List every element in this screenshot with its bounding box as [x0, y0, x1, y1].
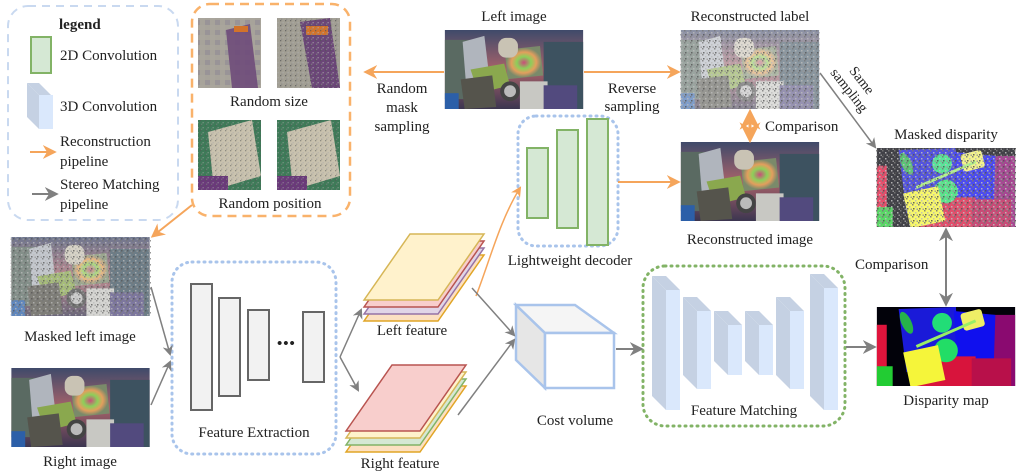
- mask-sampling-label-3: sampling: [374, 119, 430, 135]
- matching-layer: [683, 297, 711, 389]
- arrow-extractor-to-right-feature: [339, 356, 360, 392]
- same-sampling-label: Same sampling: [827, 64, 877, 116]
- matching-layer: [745, 311, 773, 375]
- arrow-left-feature-to-cost: [471, 287, 516, 337]
- masked-disparity-title: Masked disparity: [894, 127, 998, 143]
- matching-layer: [714, 311, 742, 375]
- arrow-right-to-extractor: [150, 360, 172, 406]
- left-feature-stack: [362, 233, 486, 322]
- matching-layer: [810, 274, 838, 410]
- extractor-layer: [247, 309, 270, 381]
- reconstructed-label-image: [680, 30, 820, 109]
- legend-stereo-label-2: pipeline: [60, 197, 109, 213]
- matching-layer: [776, 297, 804, 389]
- feature-extraction-box: [170, 260, 338, 456]
- matching-layer: [652, 276, 680, 410]
- arrow-feature-to-decoder: [475, 186, 522, 297]
- legend-title: legend: [59, 17, 101, 33]
- conv2d-icon: [30, 36, 52, 74]
- disparity-map-title: Disparity map: [903, 393, 989, 409]
- reconstructed-image: [680, 142, 820, 221]
- right-feature-label: Right feature: [360, 456, 440, 472]
- random-size-image-2: [277, 18, 340, 88]
- disparity-map-image: [876, 307, 1016, 386]
- random-size-label: Random size: [230, 94, 308, 110]
- arrow-masked-left-to-extractor: [150, 286, 173, 357]
- mask-sampling-label-1: Random: [376, 81, 428, 97]
- legend-conv2d-label: 2D Convolution: [60, 48, 158, 64]
- arrow-right-feature-to-cost: [457, 338, 516, 416]
- extractor-layer: [218, 297, 241, 397]
- arrow-extractor-to-left-feature: [339, 308, 363, 358]
- right-image: [11, 368, 150, 447]
- decoder-layer: [556, 129, 579, 229]
- mask-examples-box: [190, 2, 352, 218]
- feature-matching-label: Feature Matching: [690, 403, 798, 419]
- left-feature-label: Left feature: [376, 323, 448, 339]
- conv3d-icon: [27, 83, 53, 129]
- cost-volume-label: Cost volume: [536, 413, 614, 429]
- masked-disparity-image: [876, 148, 1016, 227]
- random-position-image-1: [198, 120, 261, 190]
- lightweight-decoder-label: Lightweight decoder: [507, 253, 633, 269]
- arrow-mask-to-masked-left: [150, 204, 193, 238]
- right-image-title: Right image: [43, 454, 117, 470]
- reverse-sampling-label-2: sampling: [604, 99, 660, 115]
- ellipsis-icon: •••: [277, 336, 296, 352]
- reverse-sampling-label-1: Reverse: [607, 81, 657, 97]
- comparison-label-right: Comparison: [855, 257, 929, 273]
- legend-reconstruction-label-2: pipeline: [60, 154, 109, 170]
- reconstructed-label-title: Reconstructed label: [690, 9, 810, 25]
- legend-stereo-label-1: Stereo Matching: [60, 177, 160, 193]
- decoder-layer: [526, 147, 549, 219]
- left-image: [444, 30, 584, 109]
- arrow-same-sampling: [819, 72, 877, 149]
- feature-extraction-label: Feature Extraction: [198, 425, 310, 441]
- legend-reconstruction-label-1: Reconstruction: [60, 134, 151, 150]
- masked-left-image: [10, 237, 151, 316]
- left-image-label: Left image: [481, 9, 547, 25]
- extractor-layer: [190, 283, 213, 411]
- mask-sampling-label-2: mask: [386, 100, 418, 116]
- cost-volume-cube: [512, 302, 618, 391]
- right-feature-stack: [344, 364, 468, 453]
- extractor-layer: [302, 311, 325, 383]
- random-position-image-2: [277, 120, 340, 190]
- masked-left-image-title: Masked left image: [24, 329, 136, 345]
- comparison-label-top: Comparison: [765, 119, 839, 135]
- decoder-layer: [586, 118, 609, 246]
- random-size-image-1: [198, 18, 261, 88]
- reconstructed-image-title: Reconstructed image: [686, 232, 814, 248]
- random-position-label: Random position: [218, 196, 322, 212]
- legend-conv3d-label: 3D Convolution: [60, 99, 158, 115]
